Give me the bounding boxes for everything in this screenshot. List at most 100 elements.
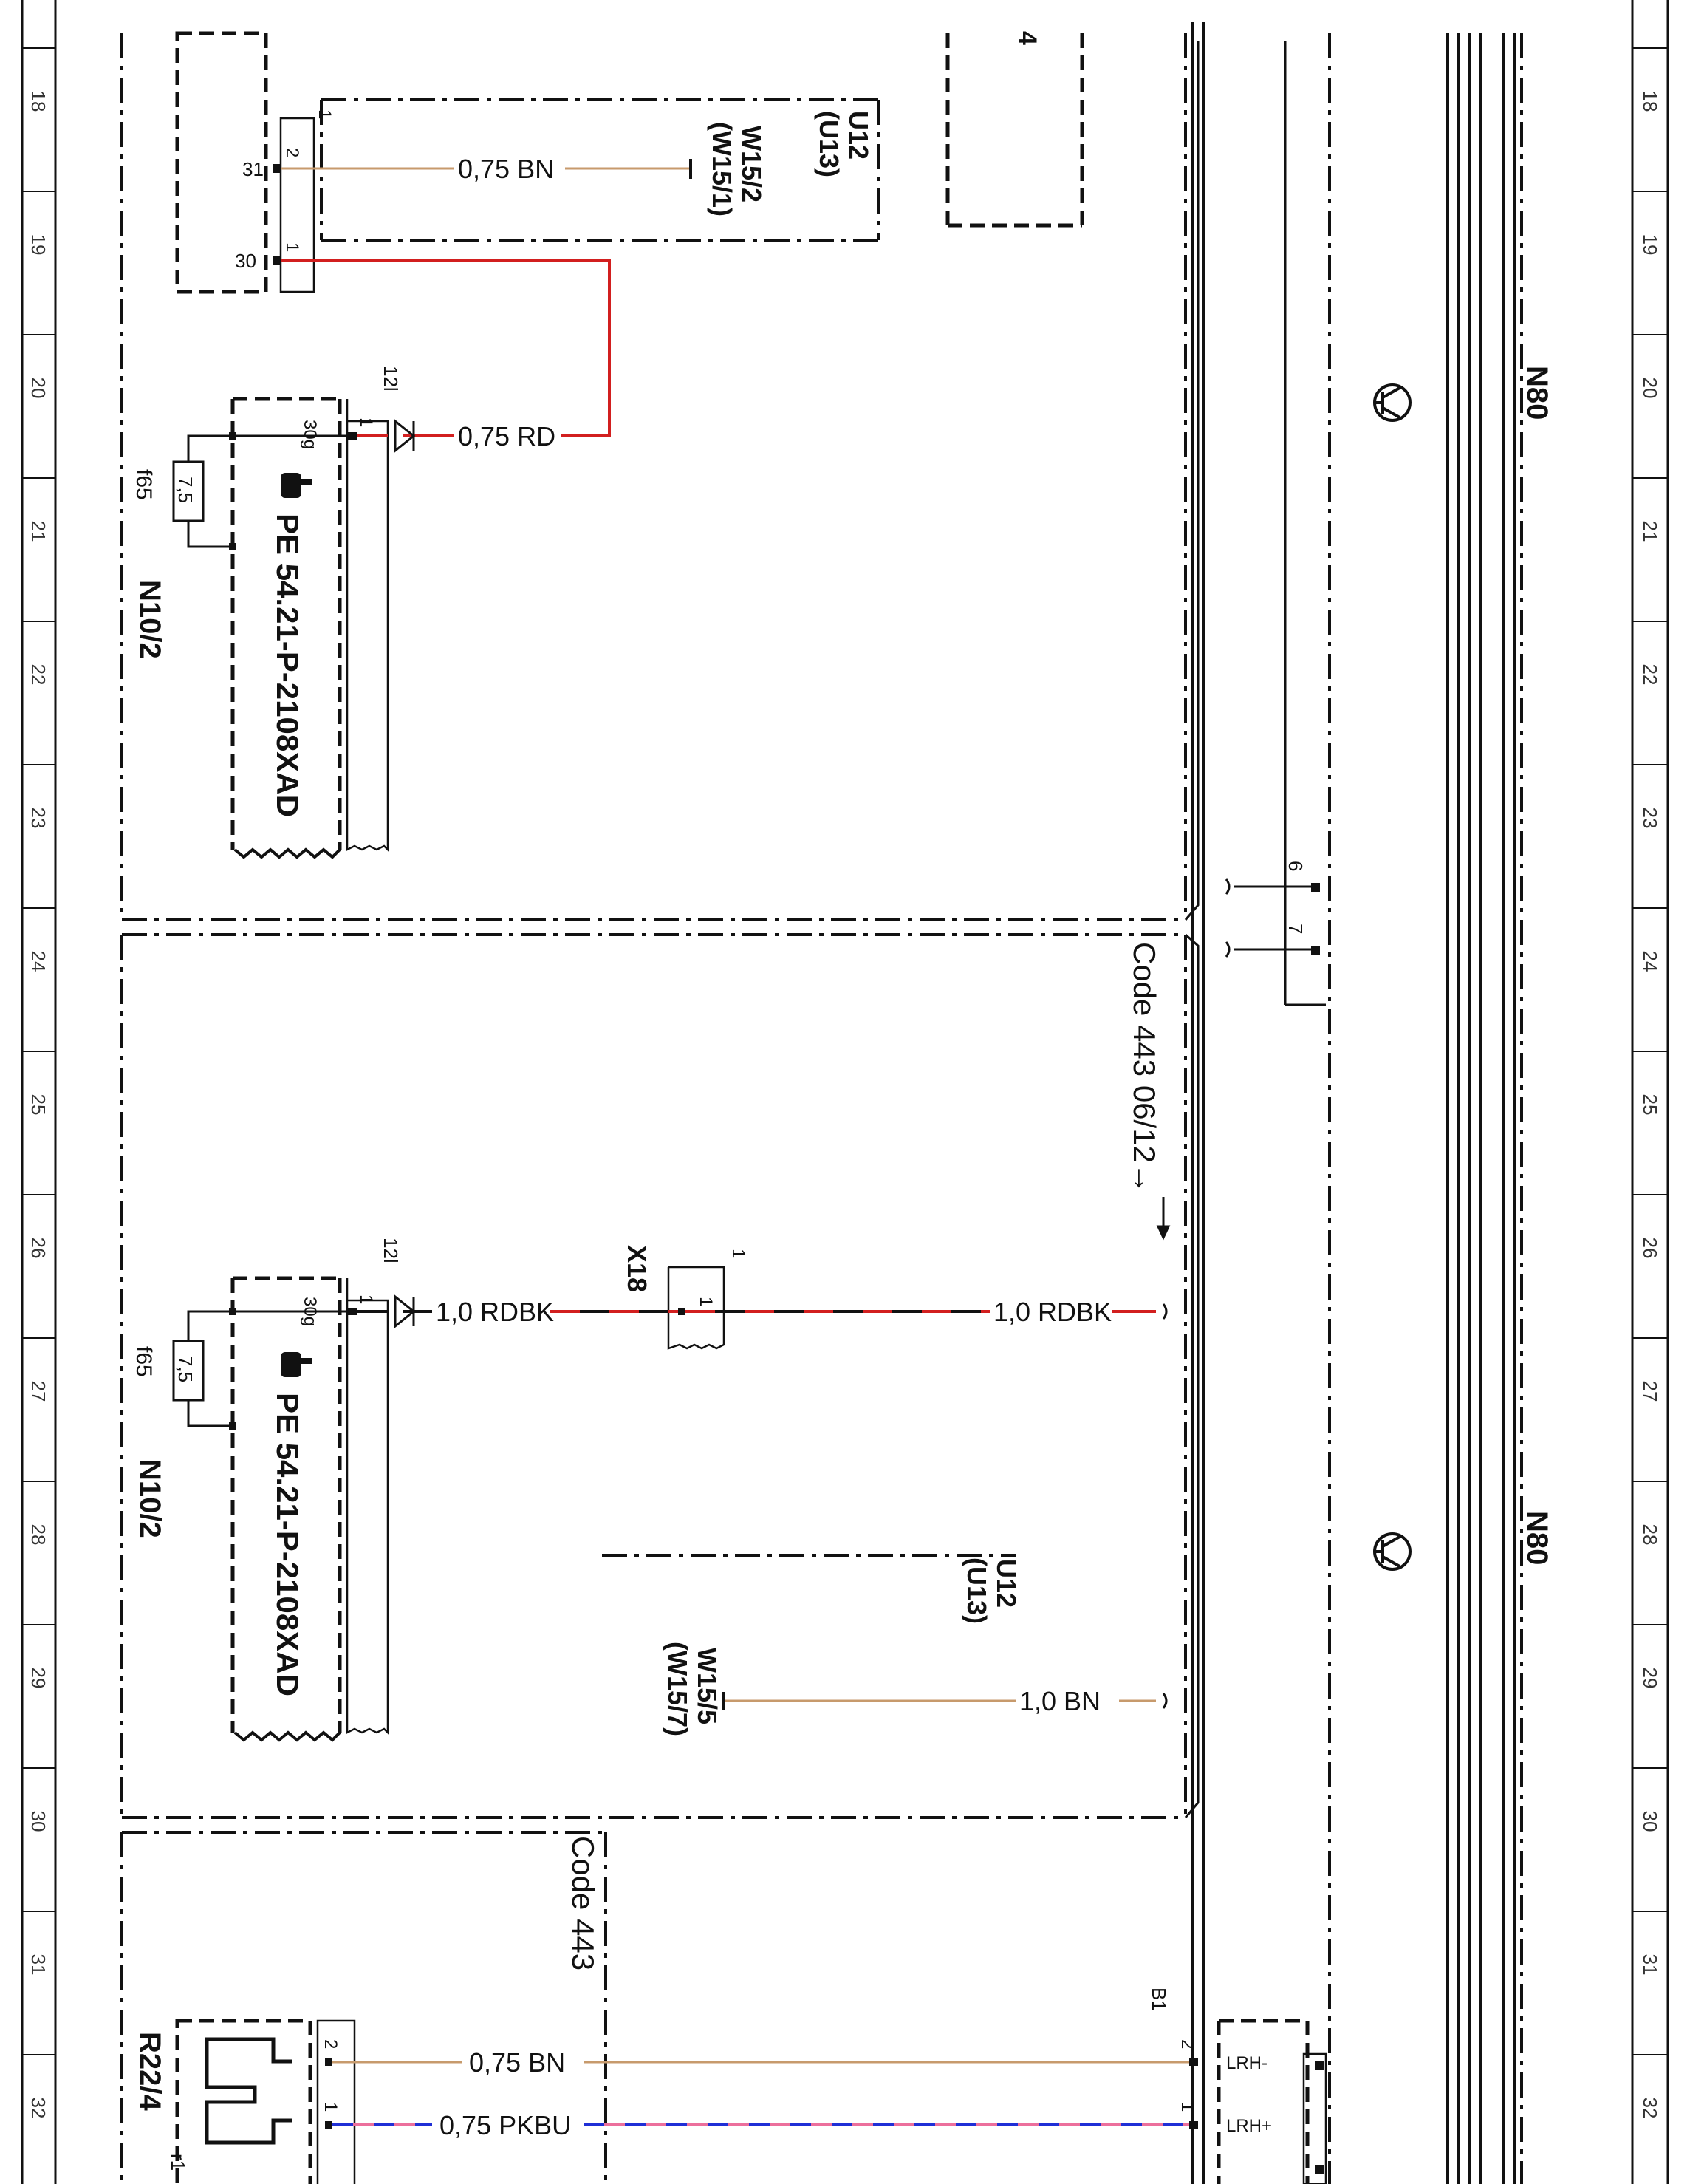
label-w15-5: W15/5 bbox=[692, 1648, 722, 1724]
wire-label-w4: 1,0 RDBK bbox=[993, 1297, 1112, 1327]
pin-r22-2: 2 bbox=[321, 2039, 341, 2049]
heater-element-icon bbox=[205, 2037, 292, 2145]
component-boxes bbox=[175, 31, 1310, 2184]
label-r22-4: R22/4 bbox=[134, 2032, 166, 2111]
grid-number-right: 32 bbox=[1639, 2098, 1661, 2119]
pin-6: 6 bbox=[1284, 861, 1307, 871]
grid-number-left: 21 bbox=[27, 521, 49, 542]
label-n80-bottom: N80 bbox=[1521, 1511, 1553, 1565]
wire-label-w6: 0,75 BN bbox=[469, 2047, 565, 2078]
grid-number-right: 31 bbox=[1639, 1954, 1661, 1976]
wire-075-bn-top bbox=[281, 159, 692, 179]
harness-breaks bbox=[233, 847, 341, 1742]
pin-b1-2: 2 bbox=[1177, 2039, 1197, 2049]
grid-number-right: 28 bbox=[1639, 1524, 1661, 1546]
grid-number-left: 31 bbox=[27, 1954, 49, 1976]
grid-number-left: 20 bbox=[27, 378, 49, 399]
grid-number-left: 24 bbox=[27, 951, 49, 972]
label-w15-2: W15/2 bbox=[736, 126, 767, 202]
grid-strip-right bbox=[1631, 0, 1669, 2184]
transistor-symbol-top bbox=[1373, 383, 1412, 422]
pin-30g-bottom: 30g bbox=[300, 1297, 320, 1326]
pin-r22-1: 1 bbox=[321, 2102, 341, 2112]
wire-label-w2: 0,75 RD bbox=[458, 421, 555, 451]
bus-lines bbox=[1191, 22, 1516, 2184]
grid-number-left: 28 bbox=[27, 1524, 49, 1546]
label-w15-7: (W15/7) bbox=[663, 1642, 693, 1736]
pin-1b: 1 bbox=[315, 109, 335, 119]
pin-30g-top: 30g bbox=[300, 420, 320, 449]
grid-number-right: 21 bbox=[1639, 521, 1661, 542]
label-n80-top: N80 bbox=[1521, 366, 1553, 420]
grid-number-left: 26 bbox=[27, 1238, 49, 1259]
grid-number-right: 18 bbox=[1639, 91, 1661, 112]
wire-label-w5: 1,0 BN bbox=[1019, 1686, 1101, 1716]
pin-x18-1a: 1 bbox=[728, 1249, 748, 1258]
grid-number-left: 23 bbox=[27, 808, 49, 829]
label-box-4: 4 bbox=[1013, 31, 1041, 45]
pin-lrh-plus: LRH+ bbox=[1226, 2116, 1272, 2136]
connector-frames bbox=[279, 117, 1327, 2184]
grid-number-left: 19 bbox=[27, 234, 49, 256]
label-code443-bottom: Code 443 bbox=[566, 1836, 601, 1970]
grid-number-right: 19 bbox=[1639, 234, 1661, 256]
grid-number-right: 29 bbox=[1639, 1668, 1661, 1689]
pin-1c: 1 bbox=[356, 417, 376, 427]
label-u12-bottom: U12 bbox=[991, 1559, 1022, 1608]
grid-number-right: 24 bbox=[1639, 951, 1661, 972]
grid-strip-left bbox=[21, 0, 57, 2184]
pin-30: 30 bbox=[235, 250, 256, 272]
wire-10-bn bbox=[722, 1692, 1156, 1710]
pin-2a: 2 bbox=[282, 148, 302, 157]
fuse-bottom bbox=[172, 1310, 347, 1427]
bus-connection bbox=[1284, 41, 1326, 1006]
label-fuse-bottom: f65 bbox=[131, 1346, 156, 1377]
grid-number-left: 30 bbox=[27, 1811, 49, 1832]
pin-b1-1: 1 bbox=[1177, 2102, 1197, 2112]
grid-number-left: 25 bbox=[27, 1094, 49, 1116]
wire-label-w1: 0,75 BN bbox=[458, 154, 554, 184]
pin-b1: B1 bbox=[1148, 1987, 1170, 2011]
grid-number-right: 23 bbox=[1639, 808, 1661, 829]
grid-number-left: 29 bbox=[27, 1668, 49, 1689]
pin-12l-bottom: 12l bbox=[380, 1238, 402, 1263]
break-marks bbox=[1162, 878, 1311, 1709]
grid-number-right: 27 bbox=[1639, 1381, 1661, 1402]
grid-number-left: 22 bbox=[27, 664, 49, 686]
label-u13-top: (U13) bbox=[814, 111, 844, 177]
pin-31: 31 bbox=[242, 158, 264, 180]
wire-075-rd bbox=[281, 259, 611, 437]
terminals bbox=[229, 164, 1324, 2174]
grid-number-left: 27 bbox=[27, 1381, 49, 1402]
transistor-symbol-bottom bbox=[1373, 1532, 1412, 1571]
label-code443-top: Code 443 06/12→ bbox=[1127, 942, 1162, 1194]
pin-12l-top: 12l bbox=[380, 366, 402, 392]
code443-arrow bbox=[1156, 1197, 1171, 1241]
boundary-bends bbox=[1184, 41, 1200, 1818]
pin-1d: 1 bbox=[356, 1294, 376, 1304]
label-w15-1: (W15/1) bbox=[707, 122, 737, 216]
hand-icon-top bbox=[281, 473, 312, 498]
label-x18: X18 bbox=[622, 1245, 652, 1292]
grid-number-right: 22 bbox=[1639, 664, 1661, 686]
arrow-symbols bbox=[394, 418, 416, 1329]
grid-number-left: 18 bbox=[27, 91, 49, 112]
grid-number-right: 26 bbox=[1639, 1238, 1661, 1259]
boundary-lines bbox=[120, 33, 1523, 2184]
pin-r1: r1 bbox=[167, 2154, 189, 2171]
pin-7: 7 bbox=[1284, 924, 1307, 934]
label-u12-top: U12 bbox=[844, 111, 874, 160]
pin-x18-1b: 1 bbox=[696, 1297, 716, 1306]
wire-label-w7: 0,75 PKBU bbox=[439, 2110, 571, 2140]
pin-1a: 1 bbox=[282, 242, 302, 252]
label-u13-bottom: (U13) bbox=[962, 1557, 992, 1624]
grid-number-right: 25 bbox=[1639, 1094, 1661, 1116]
label-n10-2-top: N10/2 bbox=[134, 580, 166, 659]
label-fuse-rating-top: 7,5 bbox=[174, 477, 196, 503]
wire-label-w3: 1,0 RDBK bbox=[436, 1297, 554, 1327]
label-fuse-top: f65 bbox=[131, 469, 156, 500]
grid-number-left: 32 bbox=[27, 2098, 49, 2119]
grid-number-right: 30 bbox=[1639, 1811, 1661, 1832]
